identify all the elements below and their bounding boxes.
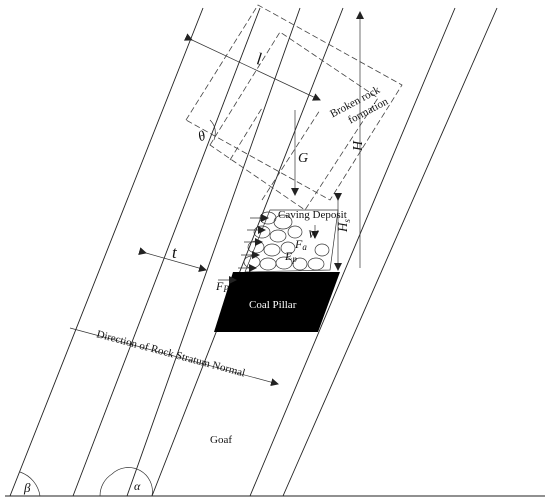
theta-label: θ: [196, 129, 208, 145]
fp-label: FP: [215, 279, 229, 294]
alpha-arc: [99, 467, 153, 497]
ep-label: Ep: [284, 249, 297, 264]
g-label: G: [298, 151, 308, 166]
beta-arc: [19, 471, 41, 497]
t-label: t: [172, 243, 178, 262]
hs-label: Hs: [335, 219, 352, 233]
coal-pillar: [214, 272, 340, 332]
broken-rock-label: Broken rock formation: [328, 83, 391, 133]
alpha-label: α: [134, 479, 141, 493]
stratum-normal-arrow: [69, 327, 279, 387]
goaf-label: Goaf: [210, 434, 232, 446]
beta-label: β: [23, 480, 31, 495]
h-label: H: [351, 140, 366, 152]
theta-arc: [209, 119, 216, 141]
coal-pillar-label: Coal Pillar: [249, 299, 297, 311]
rock-strata-lines: [9, 7, 498, 497]
t-dimension: [138, 247, 207, 272]
pressure-arrows: [238, 214, 269, 272]
fa-label: Fa: [294, 237, 307, 252]
caving-deposit-label: Caving Deposit: [278, 209, 347, 221]
l-label: l: [255, 49, 263, 69]
w-label: W: [308, 227, 319, 241]
l-dimension: l: [183, 33, 321, 101]
